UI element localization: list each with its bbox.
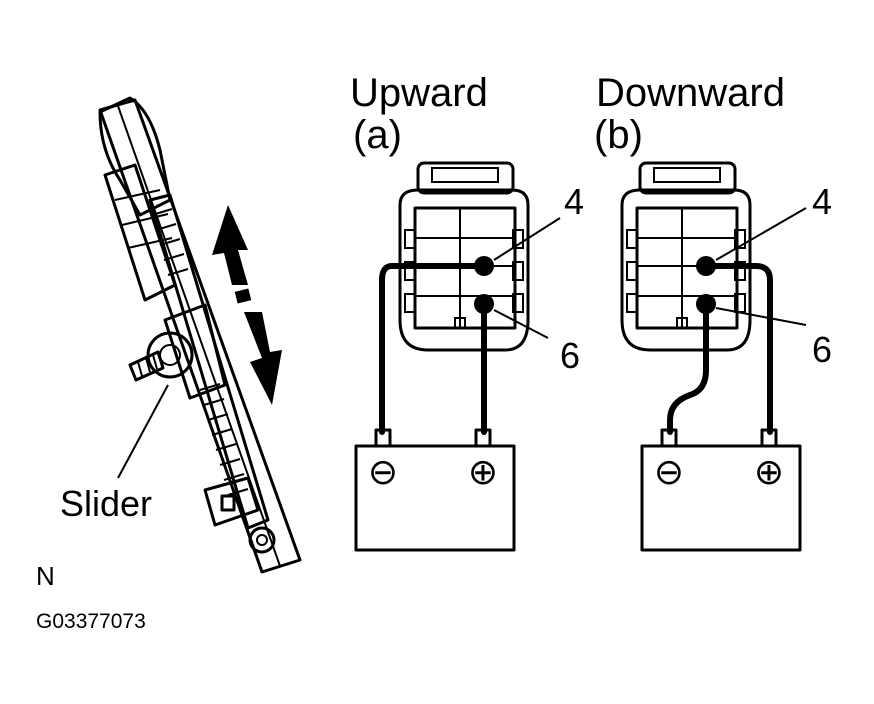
slider-block xyxy=(128,303,227,400)
adjuster-mechanism xyxy=(98,96,302,574)
upward-label: Upward xyxy=(350,71,488,115)
wires-a xyxy=(379,263,487,435)
threaded-screw xyxy=(148,193,270,530)
connector-a xyxy=(398,161,530,352)
positive-symbol: ⊕ xyxy=(754,451,784,492)
downward-label: Downward xyxy=(596,71,785,115)
figure-code: G03377073 xyxy=(36,610,146,633)
upward-sub-label: (a) xyxy=(353,113,402,157)
note-label: N xyxy=(36,561,55,591)
negative-symbol: ⊖ xyxy=(654,451,684,492)
terminal-4-label-a: 4 xyxy=(564,181,584,222)
up-down-arrow xyxy=(212,205,282,405)
terminal-4-label-b: 4 xyxy=(812,181,832,222)
battery-b: ⊖ ⊕ xyxy=(640,428,802,552)
negative-symbol: ⊖ xyxy=(368,451,398,492)
wires-b xyxy=(667,263,773,435)
terminal-6-label-b: 6 xyxy=(812,329,832,370)
downward-sub-label: (b) xyxy=(594,113,643,157)
slider-label: Slider xyxy=(60,483,152,524)
terminal-6-label-a: 6 xyxy=(560,335,580,376)
connector-b xyxy=(620,161,752,352)
battery-a: ⊖ ⊕ xyxy=(354,428,516,552)
positive-symbol: ⊕ xyxy=(468,451,498,492)
